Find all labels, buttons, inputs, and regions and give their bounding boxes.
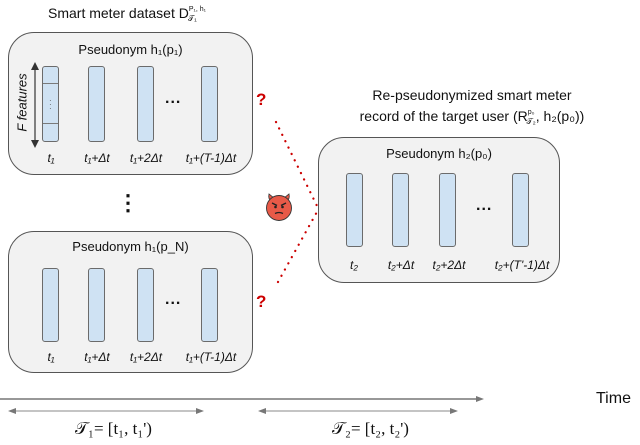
horizontal-ellipsis: ... bbox=[165, 90, 182, 107]
feature-bar bbox=[439, 173, 456, 247]
time-label: t₁+Δt bbox=[84, 151, 110, 165]
feature-axis-arrow bbox=[31, 62, 39, 148]
vertical-ellipsis: ⋮ bbox=[117, 190, 139, 215]
time-label: t₁+2Δt bbox=[129, 151, 163, 165]
time-label: t₂+2Δt bbox=[432, 258, 466, 272]
target-record-suffix: , h₂(p₀)) bbox=[535, 108, 585, 124]
time-label: t₁ bbox=[47, 350, 55, 364]
time-label: t₁+2Δt bbox=[129, 350, 163, 364]
feature-bar bbox=[346, 173, 363, 247]
pseudonym-title: Pseudonym h₁(p₁) bbox=[78, 42, 183, 57]
question-mark-icon: ? bbox=[256, 292, 267, 311]
feature-bar bbox=[201, 268, 218, 342]
target-record-line2: record of the target user (Rp₀𝒯₂, h₂(p₀)… bbox=[322, 104, 622, 131]
horizontal-ellipsis: ... bbox=[476, 197, 493, 214]
pseudonym-title: Pseudonym h₂(p₀) bbox=[386, 146, 492, 161]
time-label: t₁ bbox=[47, 151, 55, 165]
pseudonym-title: Pseudonym h₁(p_N) bbox=[72, 239, 189, 254]
target-record-sub: 𝒯₂ bbox=[526, 117, 536, 126]
time-axis-label: Time bbox=[596, 390, 631, 407]
feature-bar bbox=[137, 268, 154, 342]
dataset-title: Smart meter dataset DP₁, h₁𝒯₁ bbox=[48, 5, 206, 24]
question-mark-icon: ? bbox=[256, 90, 267, 109]
feature-bar bbox=[392, 173, 409, 247]
dataset-title-text: Smart meter dataset D bbox=[48, 5, 189, 21]
time-label: t₁+Δt bbox=[84, 350, 110, 364]
time-label: t₁+(T-1)Δt bbox=[185, 350, 237, 364]
dataset-subscript: 𝒯₁ bbox=[188, 14, 197, 23]
target-record-line1: Re-pseudonymized smart meter bbox=[372, 87, 572, 103]
feature-bar bbox=[201, 66, 218, 142]
feature-bar bbox=[137, 66, 154, 142]
feature-bar bbox=[512, 173, 529, 247]
time-label: t₁+(T-1)Δt bbox=[185, 151, 237, 165]
time-label: t₂+Δt bbox=[387, 258, 415, 272]
horizontal-ellipsis: ... bbox=[165, 291, 182, 308]
target-record-prefix: record of the target user (R bbox=[359, 108, 528, 124]
feature-bar bbox=[88, 268, 105, 342]
time-axis bbox=[0, 396, 484, 414]
target-record-title: Re-pseudonymized smart meter record of t… bbox=[322, 86, 622, 131]
feature-bar bbox=[88, 66, 105, 142]
feature-bar-expanded: ··· bbox=[42, 66, 59, 142]
target-record-sup: p₀ bbox=[527, 109, 535, 116]
interval-T1: 𝒯₁= [t₁, t₁') bbox=[75, 419, 152, 438]
interval-T2: 𝒯₂= [t₂, t₂') bbox=[332, 419, 409, 438]
feature-bar bbox=[42, 268, 59, 342]
time-label: t₂+(T'-1)Δt bbox=[494, 258, 550, 272]
devil-icon bbox=[266, 193, 292, 221]
dataset-superscript: P₁, h₁ bbox=[188, 6, 207, 13]
time-label: t₂ bbox=[350, 258, 358, 272]
